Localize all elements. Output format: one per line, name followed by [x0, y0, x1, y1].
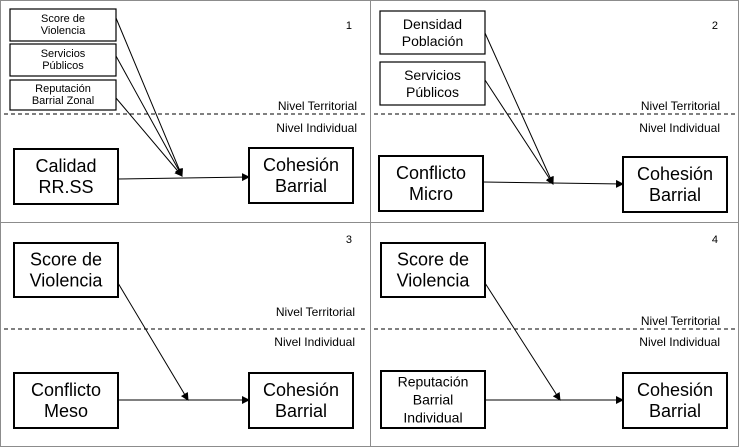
panel-1-moderator-arrow-2	[115, 55, 183, 177]
panel-1-moderator-arrow-1	[115, 17, 183, 177]
panel-2-territorial-2-label-line: Públicos	[406, 84, 459, 100]
panel-3-target-label-line: Barrial	[275, 401, 327, 421]
panel-2-territorial-label: Nivel Territorial	[641, 99, 720, 113]
panel-3-moderator-arrow-1	[117, 282, 189, 401]
panel-1-territorial-2-label-line: Servicios	[41, 48, 86, 60]
panel-4-territorial-1-box	[380, 242, 486, 298]
panel-1-number: 1	[346, 20, 352, 32]
panel-1-source-box	[13, 148, 119, 205]
panel-4-source-box	[380, 370, 486, 429]
panel-4-source-label-line: Reputación	[398, 374, 469, 390]
panel-1-target-label-line: Barrial	[275, 176, 327, 196]
panel-3-target-box	[248, 372, 354, 429]
panel-1-territorial-2-box	[9, 43, 117, 77]
panel-3-source-label-line: Meso	[44, 401, 88, 421]
panel-2-territorial-1-label-line: Población	[402, 33, 464, 49]
panel-2-territorial-1-label-line: Densidad	[403, 16, 462, 32]
panel-3-source-label-line: Conflicto	[31, 380, 101, 400]
panel-1-territorial-label: Nivel Territorial	[278, 99, 357, 113]
panel-4-source-label-line: Barrial	[413, 392, 453, 408]
panel-1-territorial-3-label-line: Reputación	[35, 83, 91, 95]
panel-1-territorial-3-box	[9, 79, 117, 111]
panel-3-territorial-1-box	[13, 242, 119, 298]
panel-3-target-label-line: Cohesión	[263, 380, 339, 400]
panel-4-territorial-1-label-line: Score de	[397, 250, 469, 270]
panel-2-moderator-arrow-1	[484, 32, 554, 185]
panel-2-target-box	[622, 156, 728, 213]
panel-3-territorial-label: Nivel Territorial	[276, 305, 355, 319]
panel-2-source-label-line: Conflicto	[396, 163, 466, 183]
panel-1-territorial-2-label-line: Públicos	[42, 60, 84, 72]
panel-4-territorial-1-label-line: Violencia	[397, 271, 471, 291]
panel-4-moderator-arrow-1	[484, 282, 561, 401]
panel-1-target-label-line: Cohesión	[263, 155, 339, 175]
panel-2-source-box	[378, 155, 484, 212]
panel-2-territorial-2-box	[379, 61, 486, 106]
panel-4-number: 4	[712, 234, 718, 246]
panel-3-territorial-1-label-line: Violencia	[30, 271, 104, 291]
panel-2-source-label-line: Micro	[409, 184, 453, 204]
panel-3-territorial-1-label-line: Score de	[30, 250, 102, 270]
panel-4-territorial-label: Nivel Territorial	[641, 314, 720, 328]
panel-1-territorial-1-label-line: Violencia	[41, 25, 86, 37]
panel-4-target-label-line: Cohesión	[637, 380, 713, 400]
panel-2-number: 2	[712, 20, 718, 32]
panel-2-target-label-line: Cohesión	[637, 164, 713, 184]
panel-2-target-label-line: Barrial	[649, 185, 701, 205]
panel-1-territorial-3-label-line: Barrial Zonal	[32, 95, 94, 107]
panel-1-target-box	[248, 147, 354, 204]
panel-1-individual-label: Nivel Individual	[276, 121, 357, 135]
panel-4-individual-label: Nivel Individual	[639, 335, 720, 349]
panel-3-individual-label: Nivel Individual	[274, 335, 355, 349]
panel-3-number: 3	[346, 234, 352, 246]
panel-2-territorial-1-box	[379, 10, 486, 55]
panel-4-source-label-line: Individual	[403, 410, 462, 426]
panel-4-target-box	[622, 372, 728, 429]
panel-2-moderator-arrow-2	[484, 79, 554, 185]
panel-1-source-label-line: RR.SS	[38, 177, 93, 197]
panel-1-source-label-line: Calidad	[35, 156, 96, 176]
panel-4-target-label-line: Barrial	[649, 401, 701, 421]
panel-1-moderator-arrow-3	[115, 97, 183, 177]
panel-2-territorial-2-label-line: Servicios	[404, 67, 461, 83]
panel-3-source-box	[13, 372, 119, 429]
panel-1-main-arrow	[117, 173, 250, 182]
panel-2-individual-label: Nivel Individual	[639, 121, 720, 135]
panel-1-territorial-1-label-line: Score de	[41, 13, 85, 25]
panel-1-territorial-1-box	[9, 8, 117, 42]
